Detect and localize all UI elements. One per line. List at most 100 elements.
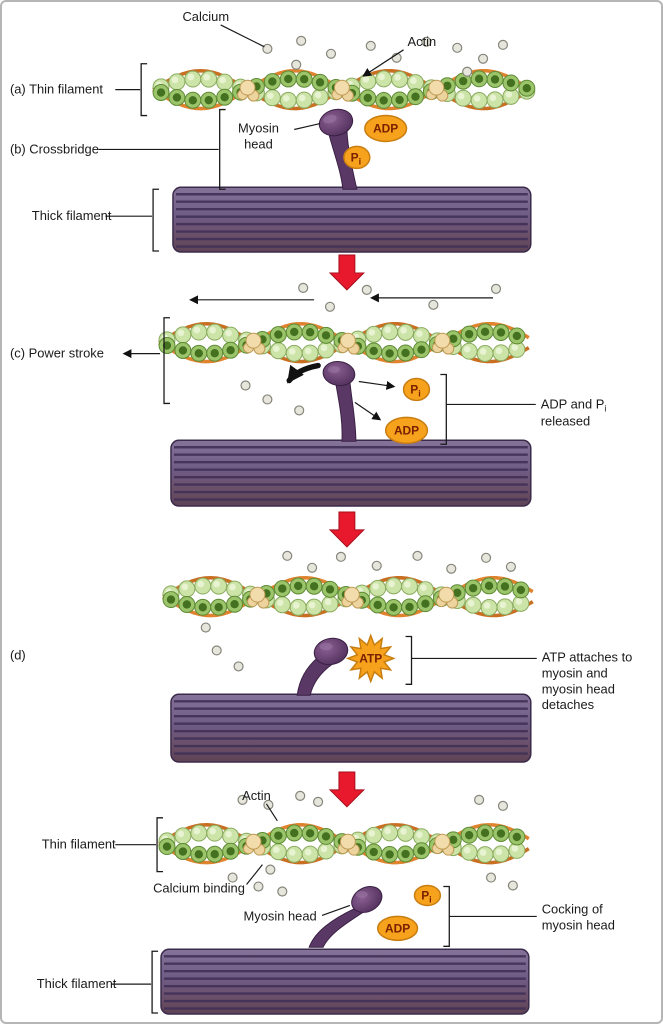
myosin-head-label: Myosin head bbox=[244, 908, 317, 923]
pi-release-arrow bbox=[358, 380, 396, 390]
calcium-ion bbox=[237, 794, 248, 805]
actin-bead-center bbox=[464, 329, 474, 339]
actin-bead-highlight bbox=[209, 326, 217, 334]
adp-label: ADP bbox=[394, 423, 419, 437]
calcium-ion bbox=[361, 284, 372, 295]
myosin-head-leader bbox=[294, 122, 321, 131]
myosin-neck bbox=[308, 907, 364, 948]
actin-bead-center bbox=[172, 93, 182, 102]
adp-release-arrow bbox=[354, 401, 382, 421]
actin-bead-highlight bbox=[463, 846, 471, 854]
actin-bead-highlight bbox=[273, 846, 280, 854]
actin-bead-center bbox=[315, 78, 325, 87]
troponin bbox=[239, 79, 256, 96]
actin-bead-highlight bbox=[495, 347, 503, 355]
actin-bead-center bbox=[379, 96, 388, 105]
actin-bead-center bbox=[182, 600, 192, 609]
calcium-ion bbox=[294, 405, 305, 416]
troponin bbox=[245, 833, 262, 850]
actin-bead-center bbox=[389, 603, 398, 612]
actin-bead-center bbox=[290, 327, 299, 337]
thick-filament bbox=[172, 186, 532, 253]
calcium-ion bbox=[211, 645, 222, 656]
calcium-ion bbox=[324, 301, 336, 312]
label-a-thin-filament: (a) Thin filament bbox=[10, 82, 103, 97]
actin-bead-highlight bbox=[394, 74, 401, 81]
crossbridge-bracket bbox=[219, 108, 226, 190]
actin-bead-center bbox=[278, 584, 287, 593]
pi-molecule bbox=[413, 884, 442, 907]
actin-bead-highlight bbox=[288, 849, 296, 856]
calcium-ion bbox=[478, 53, 489, 64]
calcium-ion bbox=[490, 283, 502, 294]
myosin-head-leader bbox=[321, 904, 351, 916]
actin-bead-center bbox=[214, 603, 223, 612]
panel-e: Pi ADP Actin Thin filament Calcium bindi… bbox=[37, 788, 615, 1015]
actin-bead-highlight bbox=[378, 73, 385, 81]
actin-bead-center bbox=[294, 581, 303, 591]
actin-bead-highlight bbox=[304, 848, 312, 856]
actin-bead-highlight bbox=[384, 827, 391, 835]
down-arrow-2 bbox=[328, 511, 366, 548]
actin-bead-center bbox=[522, 84, 531, 93]
actin-bead-highlight bbox=[479, 849, 487, 856]
thick-filament-body bbox=[170, 439, 532, 507]
actin-bead-highlight bbox=[404, 581, 411, 588]
actin-bead-center bbox=[373, 600, 382, 610]
actin-bead-center bbox=[226, 346, 235, 355]
actin-bead-highlight bbox=[372, 583, 380, 590]
actin-bead-highlight bbox=[193, 326, 201, 334]
calcium-ion bbox=[452, 42, 463, 53]
actin-bead-center bbox=[299, 75, 309, 84]
actin-bead-highlight bbox=[388, 580, 395, 588]
actin-bead-center bbox=[178, 346, 188, 355]
actin-bead-highlight bbox=[463, 345, 471, 353]
actin-bead-highlight bbox=[171, 76, 179, 84]
calcium-ion bbox=[505, 561, 516, 572]
actin-bead-highlight bbox=[467, 599, 475, 607]
thin-filament-bracket bbox=[140, 63, 148, 117]
thin-filament bbox=[152, 68, 536, 111]
atp-label: ATP bbox=[359, 651, 382, 665]
actin-bead-center bbox=[459, 76, 468, 86]
cocking-text-2: myosin head bbox=[542, 917, 615, 932]
actin-bead-center bbox=[321, 331, 331, 340]
thin-filament bbox=[158, 822, 530, 865]
down-arrow-1 bbox=[328, 254, 366, 291]
actin-bead-highlight bbox=[473, 95, 481, 102]
thin-filament-label: Thin filament bbox=[42, 837, 116, 852]
actin-bead-center bbox=[369, 346, 378, 356]
label-d: (d) bbox=[10, 647, 26, 662]
actin-bead-center bbox=[512, 331, 522, 341]
actin-bead-highlight bbox=[384, 326, 391, 334]
actin-bead-center bbox=[220, 93, 229, 102]
actin-bead-highlight bbox=[225, 329, 232, 337]
calcium-ion bbox=[291, 59, 302, 70]
actin-bead-highlight bbox=[229, 583, 236, 591]
actin-bead-highlight bbox=[479, 348, 487, 355]
calcium-ion bbox=[428, 299, 439, 310]
actin-bead-highlight bbox=[505, 91, 513, 98]
thick-filament-body bbox=[160, 948, 530, 1015]
actin-bead-center bbox=[490, 75, 500, 84]
calcium-ion bbox=[253, 881, 264, 892]
myosin-head-highlight bbox=[355, 891, 368, 898]
calcium-ion bbox=[307, 562, 318, 573]
calcium-ion bbox=[298, 282, 309, 293]
calcium-ions bbox=[240, 282, 502, 416]
label-b-crossbridge: (b) Crossbridge bbox=[10, 141, 99, 156]
atp-text-1: ATP attaches to bbox=[542, 649, 633, 664]
actin-bead-highlight bbox=[400, 327, 407, 334]
calcium-ion bbox=[485, 872, 497, 883]
actin-bead-highlight bbox=[457, 92, 465, 100]
actin-label: Actin bbox=[242, 788, 271, 803]
actin-bead-highlight bbox=[483, 602, 491, 609]
actin-bead-highlight bbox=[320, 845, 328, 853]
troponin bbox=[434, 332, 451, 349]
actin-bead-highlight bbox=[197, 580, 205, 588]
pi-molecule bbox=[402, 377, 431, 402]
thin-filament bbox=[162, 575, 534, 618]
actin-bead-highlight bbox=[410, 77, 417, 84]
actin-bead-highlight bbox=[277, 599, 284, 607]
actin-bead-center bbox=[417, 345, 426, 354]
